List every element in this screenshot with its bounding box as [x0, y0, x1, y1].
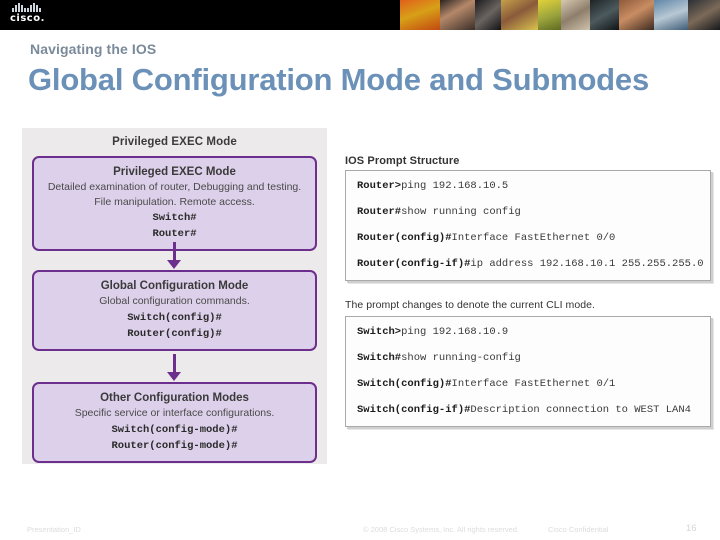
cli-prompt: Switch(config-if)#	[357, 404, 471, 416]
diagram-connector	[173, 354, 176, 376]
photo-tile	[653, 0, 689, 30]
cli-line: Router(config)#Interface FastEthernet 0/…	[357, 232, 700, 245]
prompt-change-caption: The prompt changes to denote the current…	[345, 299, 595, 311]
mode-box-other-config: Other Configuration Modes Specific servi…	[32, 382, 317, 463]
cli-panel-router: Router>ping 192.168.10.5 Router#show run…	[345, 170, 711, 281]
cli-command: Description connection to WEST LAN4	[470, 404, 691, 416]
ios-prompt-structure-label: IOS Prompt Structure	[345, 155, 460, 167]
mode-box-title: Other Configuration Modes	[100, 392, 249, 404]
cli-line: Switch(config)#Interface FastEthernet 0/…	[357, 378, 700, 391]
slide-eyebrow: Navigating the IOS	[30, 41, 157, 57]
mode-box-prompt-switch: Switch(config)#	[127, 311, 222, 324]
footer-confidential: Cisco Confidential	[548, 525, 609, 534]
cli-line: Router>ping 192.168.10.5	[357, 180, 700, 193]
mode-box-title: Global Configuration Mode	[100, 280, 249, 292]
mode-box-prompt-router: Router(config-mode)#	[111, 439, 238, 452]
mode-box-global-config: Global Configuration Mode Global configu…	[32, 270, 317, 351]
cli-line: Switch>ping 192.168.10.9	[357, 326, 700, 339]
mode-box-desc-line1: Global configuration commands.	[99, 295, 250, 307]
cisco-logo-bars-icon	[12, 3, 64, 12]
mode-box-prompt-router: Router#	[152, 228, 197, 240]
cli-line: Router#show running config	[357, 206, 700, 219]
mode-box-prompt-switch: Switch#	[152, 212, 197, 224]
cli-line: Switch(config-if)#Description connection…	[357, 404, 700, 417]
photo-tile	[474, 0, 501, 30]
cisco-wordmark: cisco.	[10, 13, 45, 24]
header-band: cisco.	[0, 0, 720, 30]
cli-prompt: Router(config-if)#	[357, 258, 471, 270]
mode-hierarchy-diagram: Privileged EXEC Mode Privileged EXEC Mod…	[22, 128, 327, 464]
cli-panel-switch: Switch>ping 192.168.10.9 Switch#show run…	[345, 316, 711, 427]
cli-command: show running-config	[401, 352, 521, 364]
photo-tile	[538, 0, 562, 30]
cli-command: ip address 192.168.10.1 255.255.255.0	[470, 258, 704, 270]
mode-box-desc-line1: Detailed examination of router, Debuggin…	[47, 181, 302, 193]
cli-prompt: Router#	[357, 206, 402, 218]
cli-prompt: Router>	[357, 180, 402, 192]
photo-tile	[688, 0, 720, 30]
mode-box-desc-line2: File manipulation. Remote access.	[94, 195, 255, 208]
arrow-down-icon	[167, 260, 181, 269]
photo-tile	[561, 0, 591, 30]
cli-line: Router(config-if)#ip address 192.168.10.…	[357, 258, 704, 271]
cli-prompt: Switch#	[357, 352, 402, 364]
cli-command: ping 192.168.10.9	[401, 326, 509, 338]
photo-tile	[500, 0, 539, 30]
cli-prompt: Router(config)#	[357, 232, 452, 244]
cli-command: Interface FastEthernet 0/1	[451, 378, 616, 390]
cli-prompt: Switch>	[357, 326, 402, 338]
cli-command: Interface FastEthernet 0/0	[451, 232, 616, 244]
cli-line: Switch#show running-config	[357, 352, 700, 365]
photo-tile	[619, 0, 654, 30]
mode-box-title: Privileged EXEC Mode	[113, 166, 236, 178]
photo-tile	[440, 0, 475, 30]
photo-tile	[400, 0, 441, 30]
page-title: Global Configuration Mode and Submodes	[28, 62, 649, 97]
footer-copyright: © 2008 Cisco Systems, Inc. All rights re…	[363, 525, 520, 534]
cli-command: ping 192.168.10.5	[401, 180, 509, 192]
mode-box-prompt-switch: Switch(config-mode)#	[111, 423, 238, 436]
diagram-heading: Privileged EXEC Mode	[112, 136, 237, 148]
mode-box-prompt-router: Router(config)#	[127, 327, 222, 340]
cli-prompt: Switch(config)#	[357, 378, 452, 390]
header-photo-strip	[400, 0, 720, 30]
slide-footer: Presentation_ID © 2008 Cisco Systems, In…	[0, 523, 720, 540]
mode-box-privileged-exec: Privileged EXEC Mode Detailed examinatio…	[32, 156, 317, 251]
diagram-connector	[173, 242, 176, 264]
cli-command: show running config	[401, 206, 521, 218]
footer-presentation-id: Presentation_ID	[27, 525, 81, 534]
arrow-down-icon	[167, 372, 181, 381]
photo-tile	[590, 0, 620, 30]
cisco-logo: cisco.	[8, 3, 64, 25]
footer-page-number: 16	[686, 523, 697, 534]
mode-box-desc-line1: Specific service or interface configurat…	[74, 407, 275, 419]
